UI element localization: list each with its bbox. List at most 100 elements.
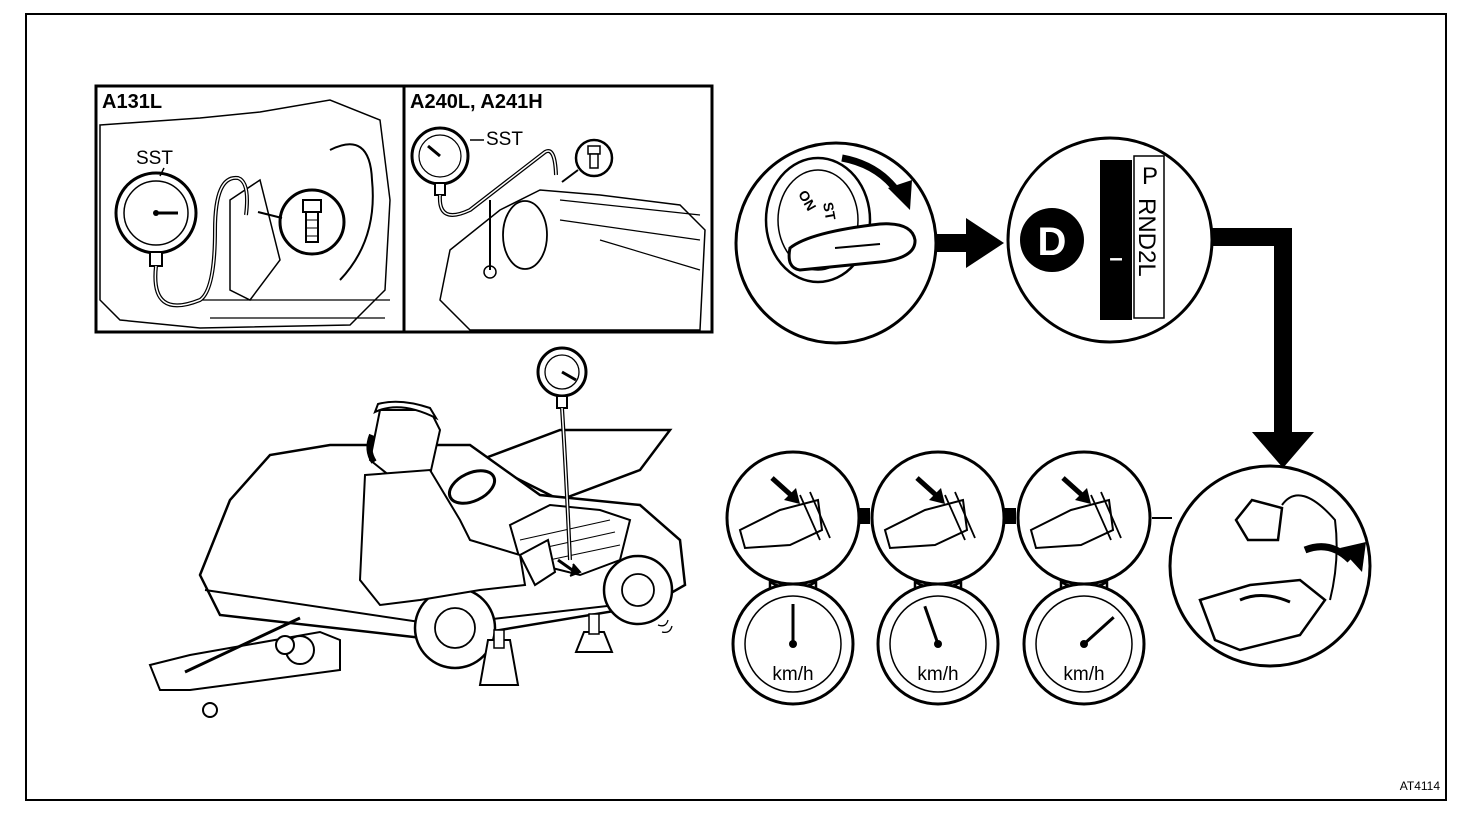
pedal-arrow-head — [569, 563, 582, 577]
inset-panels: A131L SST A — [94, 84, 714, 334]
gear-label-strip — [1133, 155, 1165, 319]
gauge-fitting — [434, 182, 446, 196]
flow-arrow-shaft — [936, 234, 970, 252]
step-ignition-on: ON ST — [734, 141, 938, 345]
magnifier-pointer — [561, 169, 579, 183]
ignition-switch-face — [777, 169, 859, 271]
inset-a131l: A131L SST — [99, 91, 391, 329]
driver-foot-on-pedal — [518, 538, 557, 587]
press-arrow-icon — [1303, 543, 1353, 563]
jack-stand — [574, 631, 614, 653]
magnifier-pointer — [257, 211, 283, 219]
pressure-gauge-dial — [123, 180, 189, 246]
speedometer-dial — [889, 595, 987, 693]
wheel-spin-marks — [657, 619, 673, 634]
push-arrow-head — [1075, 488, 1091, 504]
pressure-gauge-dial — [418, 134, 462, 178]
gauge-hose-inner — [439, 150, 557, 216]
pressure-gauge-needle — [561, 370, 577, 382]
accelerator-pedal — [944, 491, 976, 541]
accelerator-foot — [883, 498, 969, 550]
figure-code: AT4114 — [1400, 779, 1441, 793]
shoe-laces — [1239, 594, 1291, 604]
shift-indicator-mark: – — [1109, 245, 1122, 272]
turn-arrow-head — [888, 180, 912, 210]
rear-wheel-hub — [621, 573, 655, 607]
press-arrow-head — [1340, 542, 1366, 572]
driver-shoe — [1198, 578, 1327, 652]
transmission-case-outline — [99, 99, 391, 329]
transmission-body-outline — [439, 189, 706, 331]
brake-pedal — [1234, 498, 1284, 542]
speedometer-dial — [1035, 595, 1133, 693]
car-on-stands-illustration — [148, 346, 687, 718]
inset-a240l: A240L, A241H SST — [410, 91, 706, 331]
step-depress-brake — [1168, 464, 1372, 668]
floor-jack-handle — [184, 616, 301, 674]
ignition-start-label: ST — [820, 201, 839, 222]
support-base — [483, 265, 497, 279]
inset-a240l-sst-label: SST — [486, 129, 523, 150]
accel-step-3: km/h — [1016, 450, 1152, 706]
inset-a240l-title: A240L, A241H — [410, 91, 543, 113]
test-plug-head — [587, 145, 601, 155]
rear-wheel — [602, 554, 674, 626]
ignition-switch-bezel — [764, 156, 872, 284]
transmission-bell — [502, 200, 548, 270]
front-wheel-hub — [434, 607, 476, 649]
ignition-key-groove — [834, 243, 881, 249]
push-arrow-head — [784, 488, 800, 504]
flow-arrow-right-icon — [966, 218, 1004, 268]
transmission-rib — [599, 239, 701, 271]
pressure-gauge-needle — [427, 144, 441, 158]
gear-label-top: P — [1142, 163, 1158, 190]
jack-stand-post — [493, 629, 505, 649]
gauge-hose-inner — [154, 177, 248, 307]
car-hood — [476, 428, 673, 502]
push-arrow-icon — [770, 476, 794, 498]
pedal-arm — [1281, 494, 1338, 601]
exhaust-puff — [275, 635, 295, 655]
speedometer-hub — [934, 640, 942, 648]
step-connector — [1004, 508, 1016, 524]
speedometer-hub — [789, 640, 797, 648]
transmission-housing-curve — [329, 143, 374, 281]
sst-leader-line — [159, 167, 165, 177]
speedometer-dial — [744, 595, 842, 693]
speedometer-needle — [1082, 616, 1115, 646]
transmission-detail — [229, 178, 281, 301]
floor-jack-wheel — [202, 702, 218, 718]
gear-label-column: RND2L — [1133, 198, 1160, 277]
gear-d-badge-letter: D — [1038, 220, 1067, 264]
push-arrow-icon — [1061, 476, 1085, 498]
procedure-sequence: ON ST D – P RND2L — [725, 136, 1372, 706]
pressure-gauge-hub — [153, 210, 159, 216]
accel-step-2: km/h — [870, 450, 1006, 706]
accel-step-1: km/h — [725, 450, 861, 706]
gauge-fitting — [149, 251, 163, 267]
driver-hair — [366, 433, 377, 464]
outer-frame — [25, 13, 1447, 801]
pressure-gauge-dial — [544, 354, 580, 390]
driver-body — [358, 468, 527, 607]
speed-unit-label: km/h — [772, 664, 813, 685]
step-connector — [858, 508, 870, 524]
transmission-rib — [559, 219, 701, 241]
test-plug-thread — [305, 211, 319, 243]
step-shift-to-d: D – P RND2L — [1006, 136, 1214, 344]
push-arrow-head — [929, 488, 945, 504]
steering-wheel — [447, 469, 497, 505]
flow-arrow-shaft — [1212, 228, 1292, 246]
speedometer-hub — [1080, 640, 1088, 648]
test-plug-head — [302, 199, 322, 213]
gear-d-badge — [1020, 208, 1084, 272]
speed-unit-label: km/h — [917, 664, 958, 685]
accelerator-speed-steps: km/h km/h — [725, 450, 1172, 706]
flow-arrow-down-icon — [1252, 432, 1314, 468]
shift-indicator-bar — [1100, 160, 1132, 320]
gauge-hose-inner — [561, 407, 571, 561]
transmission-rib — [559, 199, 701, 216]
inset-a131l-sst-label: SST — [136, 148, 173, 169]
front-wheel — [413, 586, 497, 670]
